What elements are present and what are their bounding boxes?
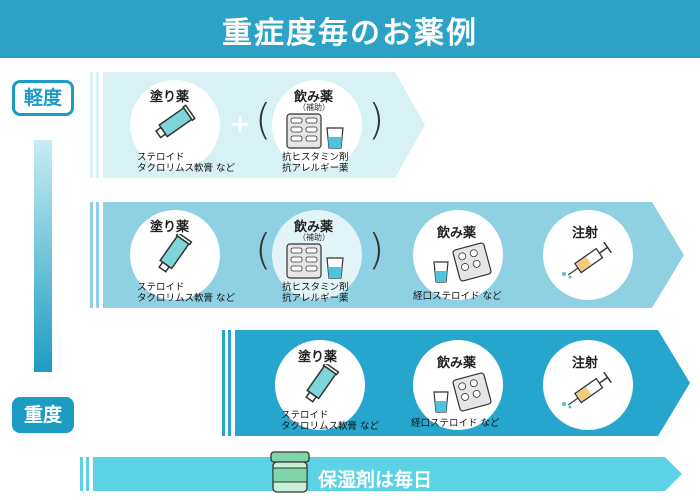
severity-severe-label: 重度 [12,397,74,433]
row3-injection-label: 注射 [572,356,599,371]
row2-antihist-note-2: 抗アレルギー薬 [282,293,349,304]
title-bar: 重症度毎のお薬例 [0,0,700,58]
ointment-tube-icon [305,364,340,403]
paren-close: ) [368,225,385,274]
row3-topical-label: 塗り薬 [298,350,338,365]
row2-antihist-note-1: 抗ヒスタミン剤 [282,282,349,293]
plus-sign: + [230,110,251,138]
row2-topical-note-1: ステロイド [137,282,185,293]
pill-blister-icon [433,242,492,283]
row2-injection-label: 注射 [572,226,599,241]
severity-gradient-bar [34,140,52,372]
page-title: 重症度毎のお薬例 [222,16,478,51]
row2-oral-steroid-note: 経口ステロイド など [413,291,502,302]
paren-open: ( [255,225,272,274]
moisturizer-arrow [80,457,682,491]
pill-pack-icon [286,243,344,279]
row1-antihist-note-2: 抗アレルギー薬 [282,163,349,174]
row2-aux-label: （補助） [298,233,330,242]
row1-aux-label: （補助） [298,103,330,112]
paren-open: ( [255,95,272,144]
paren-close: ) [368,95,385,144]
ointment-tube-icon [154,104,196,139]
moisturizer-label: 保湿剤は毎日 [318,469,433,491]
row3-oral-steroid-note: 経口ステロイド など [411,418,500,429]
severity-mild-label: 軽度 [12,80,74,116]
pill-pack-icon [286,113,344,149]
row3-oral-label: 飲み薬 [437,356,477,371]
pill-blister-icon [433,372,492,413]
moisturizer-jar-icon [270,451,310,493]
syringe-icon [562,242,612,279]
row2-topical-label: 塗り薬 [150,220,190,235]
row1-antihist-note-1: 抗ヒスタミン剤 [282,152,349,163]
row2-topical-note-2: タクロリムス軟膏 など [137,293,236,304]
ointment-tube-icon [158,234,193,273]
row1-topical-note-1: ステロイド [137,152,185,163]
row1-topical-label: 塗り薬 [150,90,190,105]
row1-oral-label: 飲み薬 [294,90,334,105]
row1-topical-note-2: タクロリムス軟膏 など [137,163,236,174]
row2-arrow [90,202,684,308]
row2-oral-label: 飲み薬 [294,220,334,235]
row3-topical-note-2: タクロリムス軟膏 など [281,421,380,432]
row3-topical-note-1: ステロイド [281,410,329,421]
row2-oral-steroid-label: 飲み薬 [437,226,477,241]
syringe-icon [562,372,612,409]
